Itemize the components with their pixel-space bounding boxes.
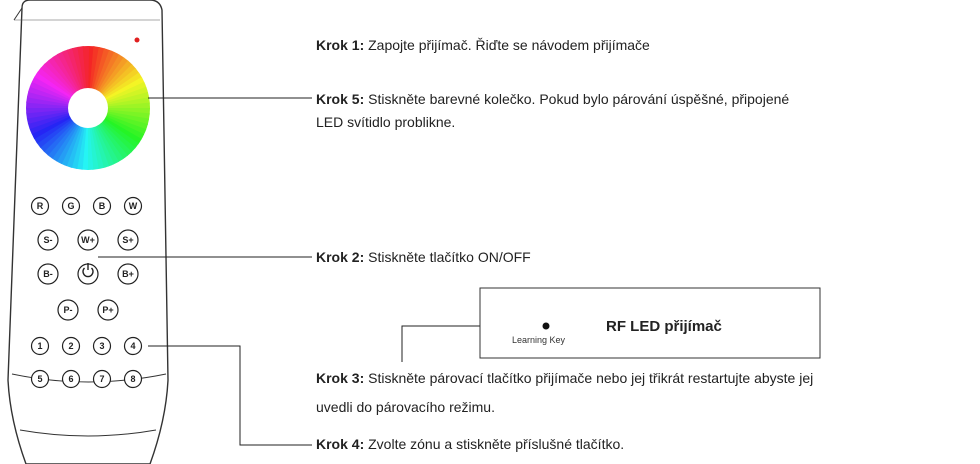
learning-key-button[interactable] <box>542 322 550 330</box>
receiver-title: RF LED přijímač <box>606 318 722 335</box>
step2-text: Stiskněte tlačítko ON/OFF <box>368 249 531 265</box>
remote-button-w[interactable] <box>123 196 143 216</box>
remote-button-label: 7 <box>99 374 104 384</box>
step4-label: Krok 4: <box>316 436 365 452</box>
remote-button-label: 8 <box>130 374 135 384</box>
step3-text-line1: Stiskněte párovací tlačítko přijímače ne… <box>368 370 814 386</box>
step2-label: Krok 2: <box>316 249 365 265</box>
step3: Krok 3: Stiskněte párovací tlačítko přij… <box>316 364 813 422</box>
remote-button-label: B <box>99 201 106 211</box>
remote-button-r[interactable] <box>30 196 50 216</box>
remote-button-label: S- <box>44 235 53 245</box>
remote-button-label: G <box>67 201 74 211</box>
remote-button-1[interactable] <box>30 336 50 356</box>
step5-text-line2: LED svítidlo problikne. <box>316 114 456 130</box>
step4-text: Zvolte zónu a stiskněte příslušné tlačít… <box>368 436 625 452</box>
remote-button-6[interactable] <box>61 369 81 389</box>
power-icon <box>82 263 94 278</box>
remote-button-8[interactable] <box>123 369 143 389</box>
remote-button-label: B+ <box>122 269 134 279</box>
remote-button-label: 3 <box>99 341 104 351</box>
step4: Krok 4: Zvolte zónu a stiskněte příslušn… <box>316 433 624 456</box>
step2: Krok 2: Stiskněte tlačítko ON/OFF <box>316 246 531 269</box>
step3-text-line2: uvedli do párovacího režimu. <box>316 399 495 415</box>
remote-button-label: P+ <box>102 305 113 315</box>
remote-button-bplus[interactable] <box>117 263 139 285</box>
remote-button-pminus[interactable] <box>57 299 79 321</box>
step1: Krok 1: Zapojte přijímač. Řiďte se návod… <box>316 34 650 57</box>
step5-text-line1: Stiskněte barevné kolečko. Pokud bylo pá… <box>368 91 790 107</box>
learning-key-label: Learning Key <box>512 335 566 345</box>
remote-button-label: 5 <box>37 374 42 384</box>
indicator-led <box>134 37 140 43</box>
receiver-box <box>479 287 821 359</box>
remote-button-label: P- <box>64 305 73 315</box>
remote-button-label: 2 <box>68 341 73 351</box>
remote-button-label: 1 <box>37 341 42 351</box>
color-wheel-center <box>68 88 108 128</box>
remote-button-wplus[interactable] <box>77 229 99 251</box>
remote-button-label: 6 <box>68 374 73 384</box>
remote-button-label: S+ <box>122 235 133 245</box>
step1-label: Krok 1: <box>316 37 365 53</box>
remote-button-pplus[interactable] <box>97 299 119 321</box>
step5-label: Krok 5: <box>316 91 365 107</box>
remote-button-splus[interactable] <box>117 229 139 251</box>
step3-label: Krok 3: <box>316 370 365 386</box>
callout-step4 <box>148 345 312 446</box>
remote-button-7[interactable] <box>92 369 112 389</box>
remote-button-bminus[interactable] <box>37 263 59 285</box>
remote-button-b[interactable] <box>92 196 112 216</box>
remote-button-label: B- <box>43 269 53 279</box>
remote-button-3[interactable] <box>92 336 112 356</box>
step5: Krok 5: Stiskněte barevné kolečko. Pokud… <box>316 88 789 134</box>
remote-button-sminus[interactable] <box>37 229 59 251</box>
remote-button-label: W <box>129 201 138 211</box>
remote-button-2[interactable] <box>61 336 81 356</box>
remote-button-label: R <box>37 201 44 211</box>
remote-button-5[interactable] <box>30 369 50 389</box>
step1-text: Zapojte přijímač. Řiďte se návodem přijí… <box>368 37 650 53</box>
remote-button-4[interactable] <box>123 336 143 356</box>
remote-button-label: W+ <box>81 235 95 245</box>
remote-button-label: 4 <box>130 341 135 351</box>
remote-button-g[interactable] <box>61 196 81 216</box>
